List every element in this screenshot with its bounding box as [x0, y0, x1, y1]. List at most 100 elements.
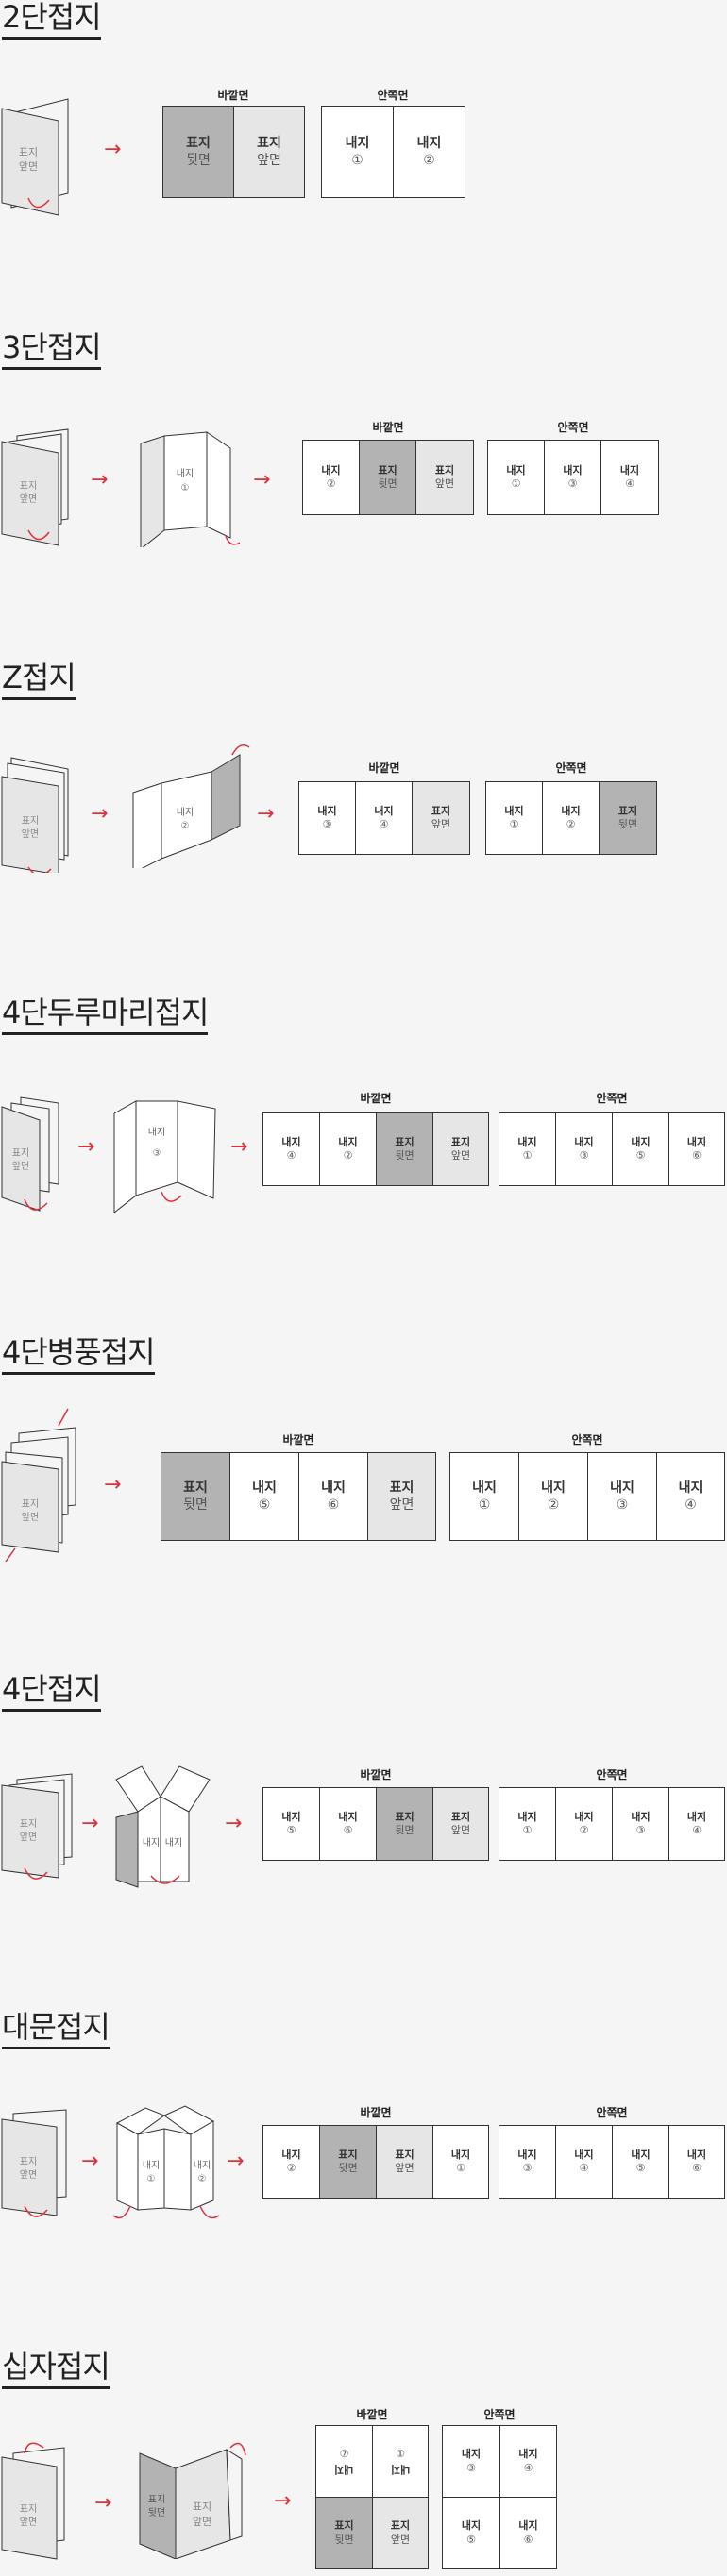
- fold-illustration: 표지 뒷면 표지 앞면: [139, 2442, 246, 2559]
- svg-text:앞면: 앞면: [20, 2517, 37, 2528]
- inside-label: 안쪽면: [483, 2408, 516, 2421]
- fold-illustration: 표지 앞면: [1, 1408, 76, 1562]
- arrow-icon: →: [91, 802, 109, 826]
- svg-text:앞면: 앞면: [20, 2169, 37, 2181]
- svg-text:앞면: 앞면: [12, 1161, 29, 1172]
- svg-text:내지: 내지: [177, 468, 194, 479]
- inside-label: 안쪽면: [571, 1433, 603, 1447]
- arrow-icon: →: [81, 2149, 99, 2173]
- svg-text:표지: 표지: [22, 1498, 39, 1510]
- inside-label: 안쪽면: [377, 89, 409, 102]
- fold-illustration: 표지 앞면: [1, 2109, 67, 2217]
- outside-label: 바깥면: [360, 2106, 392, 2119]
- arrow-icon: →: [225, 1812, 243, 1835]
- svg-text:표지: 표지: [19, 146, 38, 159]
- svg-text:표지: 표지: [20, 1818, 37, 1830]
- svg-text:②: ②: [198, 2174, 207, 2184]
- svg-text:①: ①: [147, 2174, 156, 2184]
- fold-illustration: 표지 앞면: [1, 757, 69, 873]
- inside-label: 안쪽면: [596, 1768, 628, 1781]
- svg-text:뒷면: 뒷면: [148, 2506, 165, 2518]
- svg-text:내지: 내지: [143, 1837, 160, 1848]
- arrow-icon: →: [91, 468, 109, 492]
- inside-label: 안쪽면: [596, 1092, 628, 1105]
- arrow-icon: →: [227, 2149, 245, 2173]
- svg-text:표지: 표지: [148, 2494, 165, 2505]
- svg-text:앞면: 앞면: [20, 493, 37, 505]
- outside-label: 바깥면: [217, 89, 249, 102]
- svg-text:표지: 표지: [20, 2156, 37, 2167]
- section-title: 2단접지: [2, 0, 102, 40]
- svg-text:내지: 내지: [165, 1837, 182, 1848]
- outside-label: 바깥면: [360, 1092, 392, 1105]
- fold-illustration: 내지 내지: [115, 1765, 211, 1888]
- svg-text:내지: 내지: [143, 2160, 160, 2171]
- section-title: 4단접지: [2, 1672, 102, 1712]
- svg-text:앞면: 앞면: [19, 160, 38, 173]
- fold-illustration: 내지 ③: [113, 1100, 216, 1213]
- arrow-icon: →: [253, 468, 271, 492]
- svg-text:내지: 내지: [194, 2160, 211, 2171]
- outside-label: 바깥면: [360, 1768, 392, 1781]
- fold-illustration: 내지 ① 내지 ②: [112, 2105, 220, 2219]
- svg-text:앞면: 앞면: [22, 1512, 39, 1523]
- inside-label: 안쪽면: [596, 2106, 628, 2119]
- outside-label: 바깥면: [282, 1433, 314, 1447]
- inside-label: 안쪽면: [555, 761, 587, 775]
- arrow-icon: →: [81, 1812, 99, 1835]
- outside-label: 바깥면: [356, 2408, 388, 2421]
- arrow-icon: →: [104, 1473, 122, 1497]
- section-title: 십자접지: [2, 2350, 110, 2389]
- svg-text:앞면: 앞면: [22, 828, 39, 840]
